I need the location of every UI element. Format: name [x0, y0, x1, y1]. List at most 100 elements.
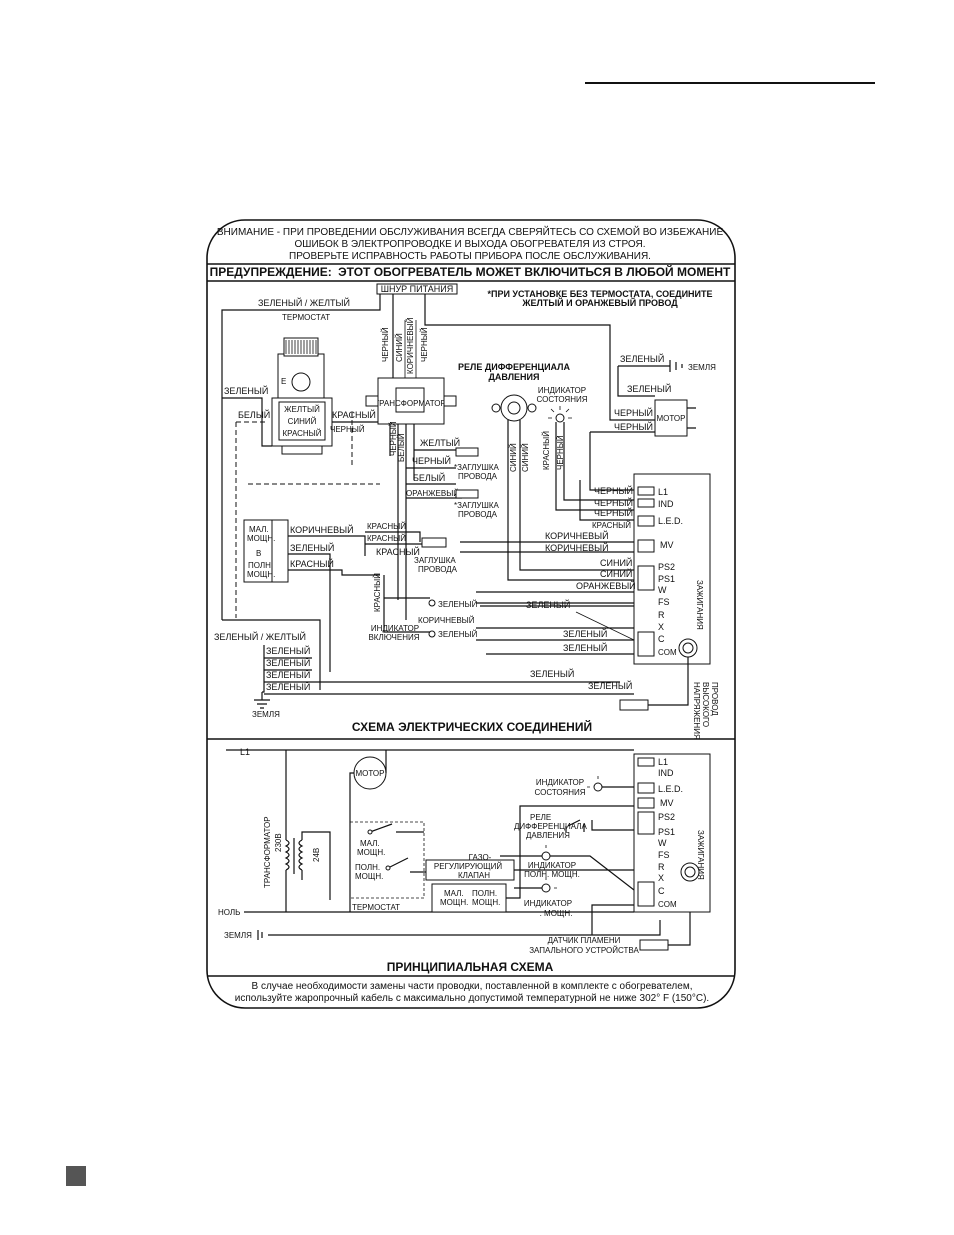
selector-high-2: МОЩН. [247, 570, 275, 579]
schematic-transformer: ТРАНСФОРМАТОР [263, 816, 272, 888]
wire-plug-1 [455, 447, 479, 457]
schematic-v230: 230В [274, 833, 283, 852]
warning-line-3: ПРОВЕРЬТЕ ИСПРАВНОСТЬ РАБОТЫ ПРИБОРА ПОС… [289, 251, 651, 262]
plug-label-2b: ПРОВОДА [458, 510, 498, 519]
schematic-switch-node-2 [385, 865, 391, 871]
thermostat-dial-mark: E [281, 377, 286, 386]
pressure-switch-center [507, 401, 521, 415]
wire-label-white-v1: БЕЛЫЙ [397, 433, 406, 462]
wire-bundle-vertical [222, 619, 321, 690]
schematic-terminal-block-ps [637, 811, 655, 835]
schematic-ind-high-1: ИНДИКАТОР [528, 861, 576, 870]
schematic-v24: 24В [312, 848, 321, 862]
schematic-terminal-ps2: PS2 [658, 812, 675, 822]
wiring-title: СХЕМА ЭЛЕКТРИЧЕСКИХ СОЕДИНЕНИЙ [352, 719, 592, 734]
wire-red-plug [365, 531, 422, 545]
board-wire-black-2: ЧЕРНЫЙ [594, 497, 633, 508]
on-indicator-brown: КОРИЧНЕВЫЙ [418, 616, 475, 625]
terminal-ind: IND [658, 499, 674, 509]
schematic-ignition: ЗАЖИГАНИЯ [696, 830, 705, 880]
wire-transformer-bottom [397, 424, 415, 620]
schematic-ind-low-led [541, 883, 551, 893]
schematic-low-1: МАЛ. [360, 839, 380, 848]
wire-label-yellow: ЖЕЛТЫЙ [420, 437, 460, 448]
schematic-neutral: НОЛЬ [218, 908, 240, 917]
motor-label: МОТОР [657, 414, 686, 423]
schematic-terminal-block-c [637, 881, 655, 907]
schematic-valve-low-1: МАЛ. [444, 889, 464, 898]
selector-low-2: МОЩН. [247, 534, 275, 543]
motor-box [654, 399, 688, 437]
wire-diagonal-1 [575, 611, 635, 641]
terminal-r: R [658, 610, 665, 620]
schematic-ps-switch [565, 819, 634, 832]
schematic-title: ПРИНЦИПИАЛЬНАЯ СХЕМА [387, 960, 554, 974]
hv-connector-inner [682, 642, 694, 654]
plug-label-1b: ПРОВОДА [458, 472, 498, 481]
wire-label-green-ground: ЗЕЛЕНЫЙ [620, 353, 664, 364]
wire-plug-3 [421, 537, 447, 548]
wire-green-ground [617, 365, 670, 397]
wire-label-red-a: КРАСНЫЙ [367, 522, 406, 531]
wire-label-white-plug: БЕЛЫЙ [413, 472, 445, 483]
terminal-ps1: PS1 [658, 574, 675, 584]
board-wire-blue-2: СИНИЙ [600, 568, 632, 579]
selector-low-1: МАЛ. [249, 525, 269, 534]
bundle-green-3: ЗЕЛЕНЫЙ [266, 669, 310, 680]
wire-plug-2 [455, 489, 479, 499]
schematic-flame-1: ДАТЧИК ПЛАМЕНИ [548, 936, 621, 945]
terminal-block-c [637, 631, 655, 657]
schematic-status-1: ИНДИКАТОР [536, 778, 584, 787]
terminal-ps2: PS2 [658, 562, 675, 572]
pressure-switch-ear-right [527, 403, 537, 413]
schematic-terminal-block-mv [637, 797, 655, 809]
wire-label-red-v1: КРАСНЫЙ [542, 431, 551, 470]
thermostat-terminals [278, 401, 326, 441]
flame-sensor-wiring [619, 699, 649, 711]
schematic-flame-sensor [639, 939, 669, 951]
bundle-green-1: ЗЕЛЕНЫЙ [266, 645, 310, 656]
schematic-ground: ЗЕМЛЯ [224, 931, 252, 940]
schematic-terminal-block-l1 [637, 757, 655, 767]
schematic-terminal-ind: IND [658, 768, 674, 778]
selector-high-1: ПОЛН. [248, 561, 273, 570]
schematic-high-2: МОЩН. [355, 872, 383, 881]
plug-label-2a: *ЗАГЛУШКА [454, 501, 499, 510]
on-indicator-label-2: ВКЛЮЧЕНИЯ [368, 633, 419, 642]
plug-label-3a: ЗАГЛУШКА [414, 556, 456, 565]
warning-text: ЭТОТ ОБОГРЕВАТЕЛЬ МОЖЕТ ВКЛЮЧИТЬСЯ В ЛЮБ… [338, 264, 731, 279]
schematic-section: L1 МОТОР ТРАНСФОРМАТОР 230В 24В НОЛЬ ЗЕМ… [218, 747, 711, 974]
wire-pressure-blue [507, 420, 634, 581]
schematic-high-1: ПОЛН. [355, 863, 380, 872]
power-cord-box [376, 283, 458, 295]
schematic-valve-low-2: МОЩН. [440, 898, 468, 907]
schematic-terminal-w: W [658, 838, 667, 848]
schematic-thermostat-label: ТЕРМОСТАТ [352, 903, 400, 912]
terminal-block-ind [637, 498, 655, 508]
wire-label-black-v3: ЧЕРНЫЙ [389, 421, 398, 456]
motor-pins [687, 407, 696, 429]
schematic-terminal-x: X [658, 873, 664, 883]
on-indicator-green-2: ЗЕЛЕНЫЙ [438, 630, 478, 639]
ground-symbol-bottom [254, 692, 270, 709]
header-rule [585, 82, 875, 84]
wire-label-black-plug: ЧЕРНЫЙ [412, 455, 451, 466]
schematic-terminal-fs: FS [658, 850, 670, 860]
on-indicator-label-1: ИНДИКАТОР [371, 624, 419, 633]
schematic-ind-low-2: . МОЩН. [540, 909, 573, 918]
schematic-ground-line [257, 904, 661, 940]
wire-hv [648, 657, 689, 706]
schematic-terminal-ps1: PS1 [658, 827, 675, 837]
selector-wire-brown: КОРИЧНЕВЫЙ [290, 524, 354, 535]
schematic-thermostat-box [349, 821, 425, 899]
wire-green-yellow-top [221, 294, 381, 620]
hv-label-1: ПРОВОД [710, 682, 719, 716]
terminal-x: X [658, 622, 664, 632]
wire-label-black-tstat: ЧЕРНЫЙ [330, 425, 365, 434]
selector-mid: В [256, 549, 261, 558]
wire-board-feed [460, 480, 634, 607]
selector-switch [243, 519, 289, 583]
schematic-valve-high-1: ПОЛН. [472, 889, 497, 898]
board-wire-brown-2: КОРИЧНЕВЫЙ [545, 542, 609, 553]
